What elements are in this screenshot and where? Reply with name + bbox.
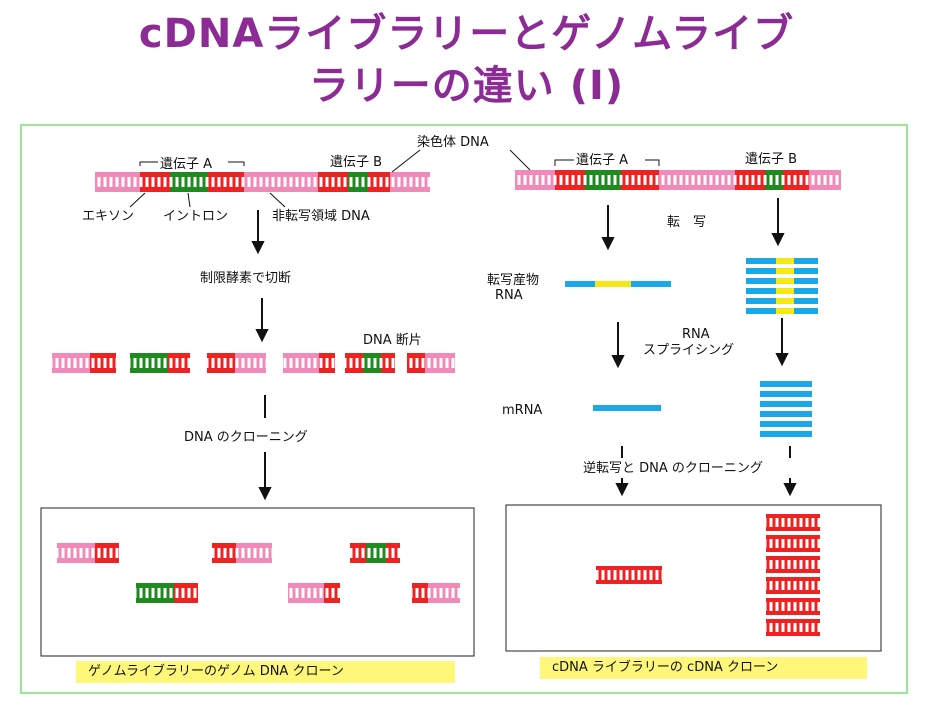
transcript-rna-label-1: 転写産物 bbox=[487, 272, 539, 288]
genomic-clones bbox=[57, 543, 460, 603]
cdna-library-box bbox=[505, 504, 882, 652]
mrna-gene-a bbox=[593, 405, 661, 411]
mrna-gene-b bbox=[760, 431, 812, 437]
dna-cloning-label: DNA のクローニング bbox=[184, 430, 308, 445]
slide-title-line-2: ラリーの違い (I) bbox=[308, 63, 625, 109]
restriction-enzyme-label: 制限酵素で切断 bbox=[200, 271, 291, 286]
cdna-clone-gene-b bbox=[766, 598, 820, 615]
right-flow-arrows bbox=[601, 198, 797, 497]
cdna-clone-gene-b bbox=[766, 577, 820, 594]
rna-splicing-label-2: スプライシング bbox=[643, 343, 734, 358]
cdna-clone-gene-b bbox=[766, 619, 820, 636]
transcription-label: 転 写 bbox=[667, 215, 706, 230]
dna-fragments-row bbox=[52, 353, 455, 373]
mrna-gene-b bbox=[760, 401, 812, 407]
transcript-rna-gene-b bbox=[746, 308, 818, 314]
transcript-rna-gene-b bbox=[746, 298, 818, 304]
genomic-library-caption: ゲノムライブラリーのゲノム DNA クローン bbox=[76, 661, 455, 683]
mrna-gene-b bbox=[760, 391, 812, 397]
gene-a-label-left: 遺伝子 A bbox=[160, 157, 212, 172]
cdna-clone-gene-b bbox=[766, 556, 820, 573]
transcript-rna-gene-b bbox=[746, 288, 818, 294]
reverse-transcription-label: 逆転写と DNA のクローニング bbox=[583, 460, 763, 476]
mrna-gene-b bbox=[760, 421, 812, 427]
gene-a-label-right: 遺伝子 A bbox=[576, 153, 628, 168]
cdna-clones-gene-b bbox=[766, 514, 820, 636]
mrna-gene-b bbox=[760, 381, 812, 387]
mrna-gene-b bbox=[760, 411, 812, 417]
transcript-rna-gene-b bbox=[746, 268, 818, 274]
gene-b-label-right: 遺伝子 B bbox=[745, 152, 797, 167]
transcript-rna-gene-b bbox=[746, 258, 818, 264]
mrna-gene-b-copies bbox=[760, 381, 812, 437]
exon-label: エキソン bbox=[82, 209, 134, 224]
rna-splicing-label-1: RNA bbox=[682, 327, 710, 342]
cdna-clone-gene-a bbox=[596, 566, 662, 584]
non-transcribed-label: 非転写領域 DNA bbox=[272, 208, 370, 224]
diagram-frame bbox=[20, 124, 908, 694]
slide-title-line-1: cDNAライブラリーとゲノムライブ bbox=[138, 11, 795, 57]
left-chromosome-dna bbox=[95, 172, 430, 192]
genomic-library-box bbox=[40, 507, 475, 657]
dna-fragments-label: DNA 断片 bbox=[363, 333, 422, 348]
left-flow-arrows bbox=[251, 210, 272, 501]
cdna-library-caption: cDNA ライブラリーの cDNA クローン bbox=[540, 657, 867, 679]
transcript-rna-gene-b-copies bbox=[746, 258, 818, 314]
transcript-rna-gene-a bbox=[565, 281, 671, 287]
mrna-label: mRNA bbox=[502, 403, 542, 418]
transcript-rna-label-2: RNA bbox=[495, 288, 523, 303]
intron-label: イントロン bbox=[163, 209, 228, 224]
chromosome-dna-label: 染色体 DNA bbox=[417, 134, 489, 150]
cdna-clone-gene-b bbox=[766, 514, 820, 531]
transcript-rna-gene-b bbox=[746, 278, 818, 284]
cdna-clone-gene-b bbox=[766, 535, 820, 552]
gene-b-label-left: 遺伝子 B bbox=[330, 155, 382, 170]
right-chromosome-dna bbox=[515, 170, 841, 190]
